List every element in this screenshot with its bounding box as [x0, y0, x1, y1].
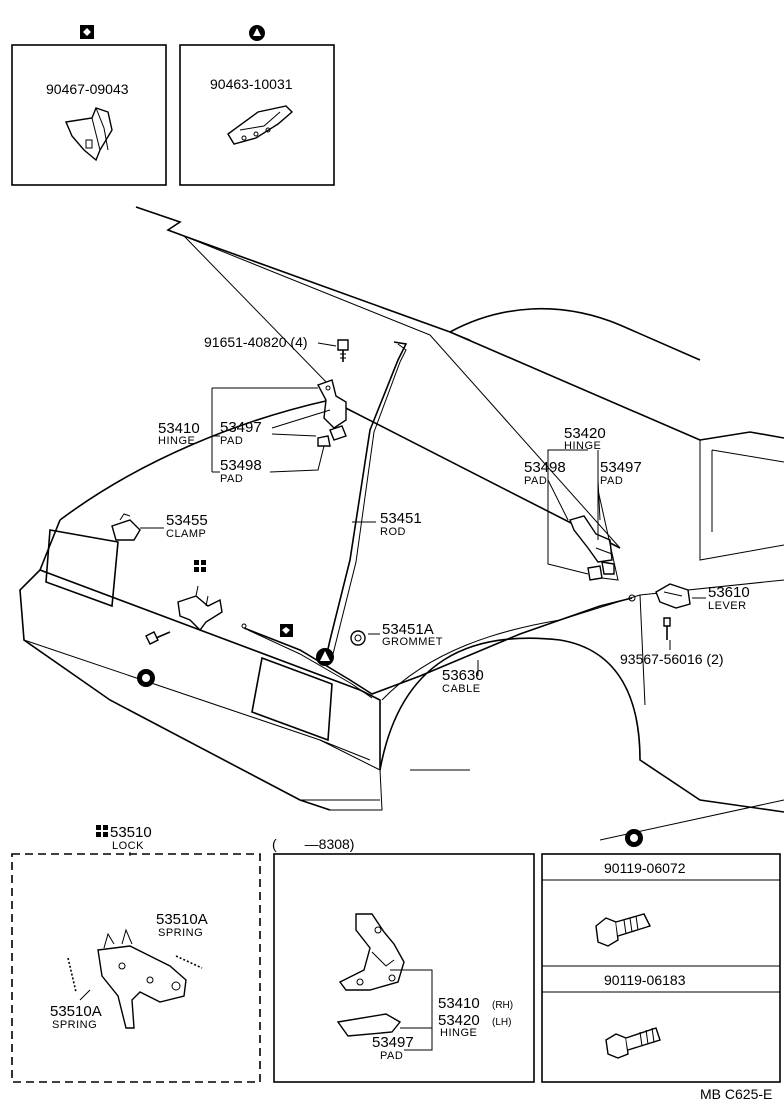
bolt2-number: 90119-06183 — [604, 972, 686, 988]
lock-mechanism-drawing — [67, 928, 203, 1029]
early-hinge-lh-number: 53420 — [438, 1012, 480, 1029]
pad-right1-label: PAD — [524, 475, 547, 487]
front-bolt-part — [145, 631, 171, 645]
lever-number: 53610 — [708, 584, 750, 601]
grommet-label: GROMMET — [382, 636, 443, 648]
lock-spring-bot-number: 53510A — [50, 1003, 102, 1020]
pad-left2-number: 53498 — [220, 457, 262, 474]
rod-triangle-marker — [316, 648, 334, 666]
lock-spring-top-label: SPRING — [158, 927, 203, 939]
clamp-number: 53455 — [166, 512, 208, 529]
clip-part-number: 90467-09043 — [46, 81, 129, 97]
bolt2-drawing — [605, 1027, 661, 1059]
lever-screw — [663, 617, 671, 640]
leader-lines — [140, 342, 706, 676]
release-cable — [241, 594, 636, 699]
lock-symbol-squares — [194, 560, 206, 572]
triangle-symbol — [249, 25, 265, 41]
bolt-top-part — [337, 339, 349, 362]
rod-number: 53451 — [380, 510, 422, 527]
lock-part-label: LOCK — [112, 840, 144, 852]
lock-box: 53510 LOCK 53510A SPRING 53510A SPRING — [11, 824, 261, 1083]
clip2-part-number: 90463-10031 — [210, 76, 293, 92]
diamond-square-symbol — [80, 25, 94, 39]
hood-lock-part — [177, 585, 223, 632]
lock-spring-top-number: 53510A — [156, 911, 208, 928]
early-hinge-drawing — [336, 913, 405, 1037]
early-hinge-label: HINGE — [440, 1027, 477, 1039]
callout-labels: 91651-40820 (4) 53410 HINGE 53497 PAD 53… — [158, 334, 750, 695]
early-hinge-rh: (RH) — [492, 1000, 513, 1011]
hinge-right-label: HINGE — [564, 440, 601, 452]
release-lever — [655, 583, 691, 609]
car-body-outline — [19, 206, 784, 841]
support-rod — [325, 341, 408, 659]
bolts-box: 90119-06072 90119-06183 — [541, 829, 781, 1083]
early-pad-number: 53497 — [372, 1034, 414, 1051]
lever-label: LEVER — [708, 600, 747, 612]
early-hinge-rh-number: 53410 — [438, 995, 480, 1012]
early-hinge-header: ( —8308) — [272, 836, 354, 852]
early-hinge-box: ( —8308) 53410 (RH) 53420 (LH) HINGE 534… — [272, 836, 535, 1083]
grommet-number: 53451A — [382, 621, 434, 638]
bolt1-drawing — [595, 913, 651, 947]
pad-right2-number: 53497 — [600, 459, 642, 476]
bolt-symbol-header — [625, 829, 643, 847]
hinge-left-label: HINGE — [158, 435, 195, 447]
inset-box-clip: 90467-09043 — [11, 25, 167, 186]
pad-right2-label: PAD — [600, 475, 623, 487]
clamp-label: CLAMP — [166, 528, 206, 540]
rod-label: ROD — [380, 526, 406, 538]
bolt-symbol-circle — [137, 669, 155, 687]
lock-part-number: 53510 — [110, 824, 152, 841]
hinge-left-number: 53410 — [158, 420, 200, 437]
pad-left1-number: 53497 — [220, 419, 262, 436]
inset-box-clip-2: 90463-10031 — [179, 25, 335, 186]
screw-number: 93567-56016 (2) — [620, 651, 724, 667]
cable-number: 53630 — [442, 667, 484, 684]
pad-left1-label: PAD — [220, 435, 243, 447]
early-hinge-lh: (LH) — [492, 1017, 511, 1028]
early-pad-label: PAD — [380, 1050, 403, 1062]
bolt1-number: 90119-06072 — [604, 860, 686, 876]
clip-part-drawing — [65, 107, 113, 162]
rod-grommet — [350, 630, 366, 646]
pad-right1-number: 53498 — [524, 459, 566, 476]
bolt-top-number: 91651-40820 (4) — [204, 334, 308, 350]
diamond-symbol-cable — [280, 624, 293, 637]
hood-clamp — [111, 513, 141, 541]
lock-header-squares — [96, 825, 108, 837]
footer-code: MB C625-E — [700, 1086, 772, 1102]
hinge-right-number: 53420 — [564, 425, 606, 442]
right-hinge-assembly — [569, 515, 615, 581]
pad-left2-label: PAD — [220, 473, 243, 485]
clip2-part-drawing — [227, 105, 294, 145]
lock-spring-bot-label: SPRING — [52, 1019, 97, 1031]
left-hinge-assembly — [317, 379, 347, 447]
cable-label: CABLE — [442, 683, 481, 695]
